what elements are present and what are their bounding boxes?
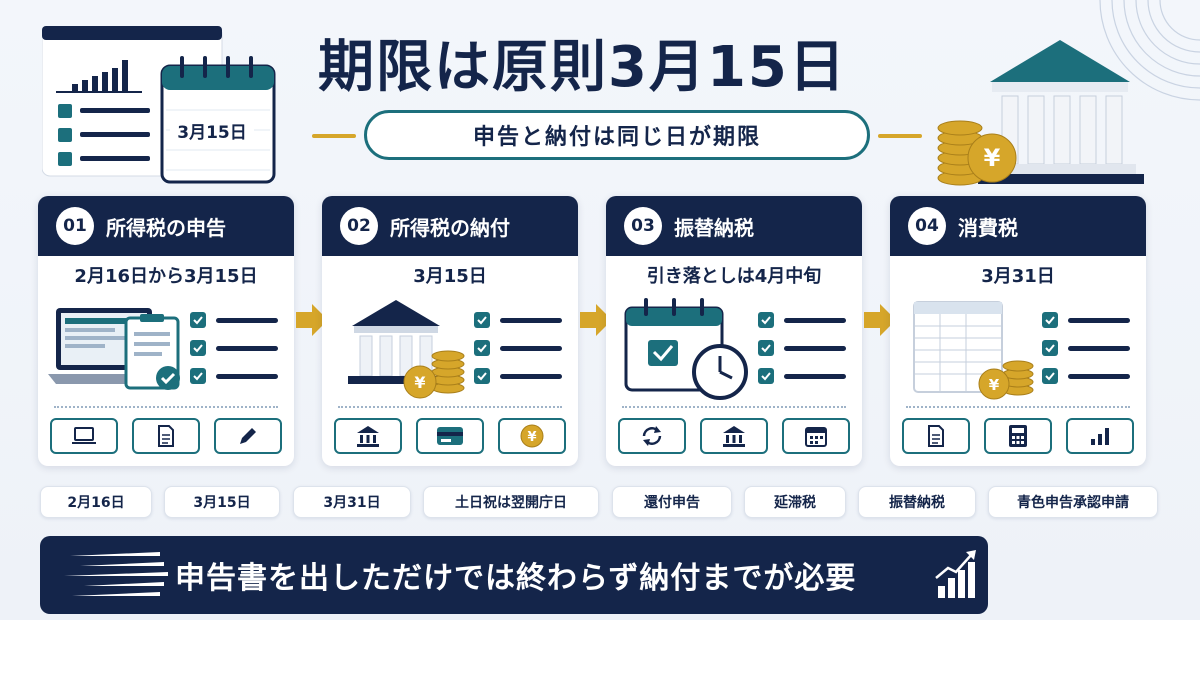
step-card-4: 04 消費税 3月31日 ¥ <box>890 196 1146 466</box>
svg-text:¥: ¥ <box>414 373 425 392</box>
calendar-date-label: 3月15日 <box>170 118 254 143</box>
calendar-clock-illustration <box>624 298 748 400</box>
check-icon <box>758 312 774 328</box>
check-icon <box>190 312 206 328</box>
check-icon <box>758 368 774 384</box>
arrow-right-icon <box>864 304 896 336</box>
svg-text:¥: ¥ <box>527 430 536 445</box>
chip: 青色申告承認申請 <box>988 486 1158 518</box>
chip: 2月16日 <box>40 486 152 518</box>
checklist <box>190 306 286 390</box>
step-number: 04 <box>908 207 946 245</box>
divider <box>338 406 562 408</box>
step-number: 01 <box>56 207 94 245</box>
growth-chart-icon <box>935 550 976 598</box>
laptop-clipboard-illustration <box>48 308 180 390</box>
divider <box>622 406 846 408</box>
subtitle-line-right <box>878 134 922 138</box>
bank-icon[interactable] <box>700 418 768 454</box>
chip: 還付申告 <box>612 486 732 518</box>
step-date: 3月15日 <box>413 266 487 287</box>
subtitle-line-left <box>312 134 356 138</box>
step-date: 引き落としは4月中旬 <box>646 266 822 287</box>
spreadsheet-coins-illustration: ¥ <box>913 301 1034 400</box>
svg-text:¥: ¥ <box>984 144 1001 172</box>
bank-icon[interactable] <box>334 418 402 454</box>
check-icon <box>758 340 774 356</box>
step-date: 2月16日から3月15日 <box>74 266 258 287</box>
calculator-icon[interactable] <box>984 418 1052 454</box>
checklist <box>474 306 570 390</box>
chip: 延滞税 <box>744 486 846 518</box>
arrow-right-icon <box>580 304 612 336</box>
step-card-3: 03 振替納税 引き落としは4月中旬 <box>606 196 862 466</box>
checklist <box>1042 306 1138 390</box>
svg-text:¥: ¥ <box>989 376 1000 394</box>
card-icon[interactable] <box>416 418 484 454</box>
step-header: 01 所得税の申告 <box>38 196 294 256</box>
check-icon <box>190 340 206 356</box>
page-title: 期限は原則3月15日 <box>318 35 847 100</box>
step-date: 3月31日 <box>981 266 1055 287</box>
step-header: 02 所得税の納付 <box>322 196 578 256</box>
footer-banner: 申告書を出しただけでは終わらず納付までが必要 <box>40 536 988 614</box>
step-title: 消費税 <box>958 215 1018 240</box>
step-title: 所得税の納付 <box>390 215 510 240</box>
step-header: 04 消費税 <box>890 196 1146 256</box>
chip: 3月15日 <box>164 486 280 518</box>
step-card-2: 02 所得税の納付 3月15日 ¥ <box>322 196 578 466</box>
chip: 振替納税 <box>858 486 976 518</box>
step-title: 振替納税 <box>674 215 754 240</box>
subtitle: 申告と納付は同じ日が期限 <box>364 110 870 160</box>
step-number: 02 <box>340 207 378 245</box>
infographic: 3月15日 ¥ 期限は原則3月15日 申告と納付は同じ日が期限 01 所得税の申… <box>0 0 1200 620</box>
speed-lines-icon <box>64 552 168 596</box>
footer-message: 申告書を出しただけでは終わらず納付までが必要 <box>175 561 857 596</box>
document-icon[interactable] <box>132 418 200 454</box>
bank-coins-illustration: ¥ <box>937 40 1144 186</box>
yen-coin-icon[interactable]: ¥ <box>498 418 566 454</box>
check-icon <box>474 312 490 328</box>
divider <box>54 406 278 408</box>
laptop-icon[interactable] <box>50 418 118 454</box>
step-header: 03 振替納税 <box>606 196 862 256</box>
bar-chart-icon[interactable] <box>1066 418 1134 454</box>
check-icon <box>1042 340 1058 356</box>
step-number: 03 <box>624 207 662 245</box>
check-icon <box>1042 312 1058 328</box>
checklist-calendar-illustration <box>42 26 276 184</box>
pen-icon[interactable] <box>214 418 282 454</box>
check-icon <box>1042 368 1058 384</box>
document-icon[interactable] <box>902 418 970 454</box>
arrow-right-icon <box>296 304 328 336</box>
bank-coins-illustration: ¥ <box>348 300 465 399</box>
step-card-1: 01 所得税の申告 2月16日から3月15日 <box>38 196 294 466</box>
check-icon <box>474 368 490 384</box>
chip: 土日祝は翌開庁日 <box>423 486 599 518</box>
refresh-icon[interactable] <box>618 418 686 454</box>
subtitle-banner: 申告と納付は同じ日が期限 <box>312 110 922 160</box>
chip: 3月31日 <box>293 486 411 518</box>
checklist <box>758 306 854 390</box>
check-icon <box>474 340 490 356</box>
step-title: 所得税の申告 <box>106 215 226 240</box>
check-icon <box>190 368 206 384</box>
divider <box>906 406 1130 408</box>
calendar-icon[interactable] <box>782 418 850 454</box>
